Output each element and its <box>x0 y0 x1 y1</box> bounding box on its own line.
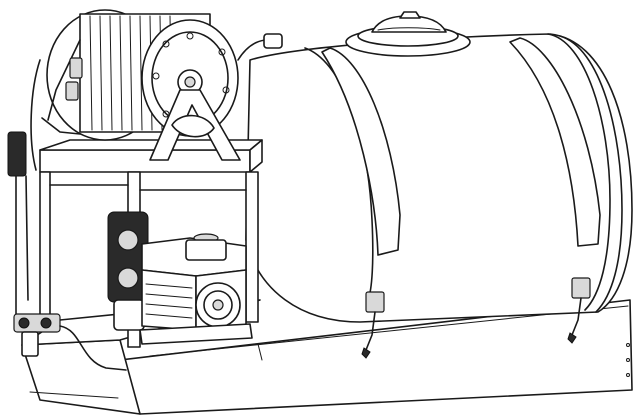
skid-bolt <box>626 373 630 377</box>
tank-end-cap <box>547 33 611 311</box>
tank-lid-ridge <box>377 27 441 31</box>
intake-hose <box>59 325 127 371</box>
equipment-frame <box>39 139 263 348</box>
tie-down-rod <box>365 311 376 351</box>
hose-clamp <box>263 33 283 49</box>
reel-feed-hose <box>30 59 41 171</box>
skid-bolt <box>626 358 630 362</box>
pump <box>107 211 149 331</box>
tie-down-rod <box>571 297 582 336</box>
skid-front-end <box>21 339 141 415</box>
pressure-regulator <box>7 131 27 177</box>
return-line <box>25 175 29 301</box>
buckle-body <box>365 291 385 313</box>
pump-head <box>117 229 139 251</box>
reel-flange-holes <box>152 32 230 122</box>
buckle-body <box>571 277 591 299</box>
tank-lid-vent <box>399 11 421 19</box>
tank-front-curve <box>304 47 374 301</box>
tie-down-hook <box>361 347 371 359</box>
hose-reel <box>41 9 283 161</box>
tank-end-rim <box>559 35 623 313</box>
reel-stand <box>149 89 241 161</box>
pump-head <box>117 267 139 289</box>
frame-leg <box>39 171 51 323</box>
hose-fitting <box>69 57 83 79</box>
air-cleaner <box>185 239 227 261</box>
engine-fins <box>145 283 193 319</box>
left-plumbing <box>7 59 127 371</box>
hose-nozzle-holder <box>41 117 81 135</box>
tank-strap-front <box>321 47 401 256</box>
pump-base <box>113 299 145 331</box>
skid-bolt <box>626 343 630 347</box>
valve-knob <box>40 317 52 329</box>
starter-ring <box>203 290 233 320</box>
reel-stand-handle <box>171 114 215 138</box>
valve-knob <box>18 317 30 329</box>
engine-mount-plate <box>139 323 253 345</box>
tank-strap-rear <box>509 37 601 247</box>
strainer <box>21 331 39 357</box>
strap-buckle-front <box>361 291 385 359</box>
hose-lead <box>47 39 81 121</box>
skid-front-lip <box>29 391 119 399</box>
hose-fitting <box>65 81 79 101</box>
starter-hub <box>212 299 224 311</box>
gas-engine <box>139 233 253 345</box>
frame-leg <box>245 171 259 323</box>
reel-axle <box>184 76 196 88</box>
spray-tank <box>245 11 633 323</box>
frame-top-side <box>249 139 263 173</box>
tie-down-hook <box>567 332 577 344</box>
skid-seam <box>257 343 263 361</box>
strap-buckle-rear <box>567 277 591 344</box>
engine-block <box>141 269 197 331</box>
